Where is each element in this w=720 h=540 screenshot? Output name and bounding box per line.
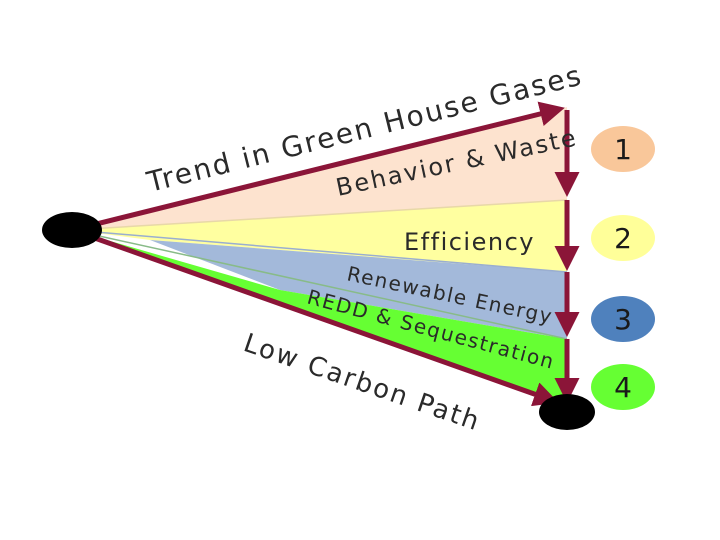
low-carbon-arrow [71, 227, 559, 407]
business-as-usual-arrow [71, 101, 565, 233]
end-node [539, 394, 595, 430]
separator-line [71, 199, 568, 231]
wedge-badge-4: 4 [591, 364, 655, 410]
wedge-badge-2: 2 [591, 215, 655, 261]
efficiency-label: Efficiency [404, 228, 535, 256]
wedge-badge-3: 3 [591, 296, 655, 342]
separator-line [71, 229, 568, 273]
separator-line [71, 229, 568, 340]
wedge-2-area [72, 200, 567, 272]
wedge-badge-1: 1 [591, 126, 655, 172]
wedge-3-area [150, 240, 567, 339]
start-node [42, 212, 102, 248]
